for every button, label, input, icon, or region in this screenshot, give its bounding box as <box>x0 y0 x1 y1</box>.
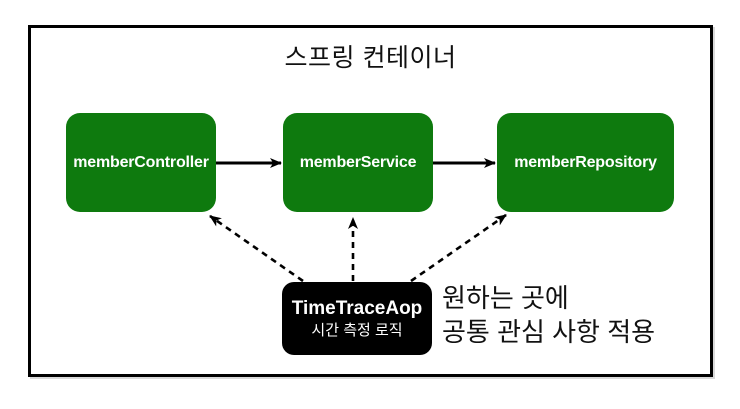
node-time-trace-aop: TimeTraceAop 시간 측정 로직 <box>282 282 432 355</box>
annotation-line1: 원하는 곳에 <box>442 283 569 313</box>
node-member-service-label: memberService <box>299 153 417 171</box>
node-member-service: memberService <box>283 113 433 212</box>
annotation-line2: 공통 관심 사항 적용 <box>442 317 656 347</box>
node-member-controller-label: memberController <box>73 153 209 171</box>
node-member-controller: memberController <box>66 113 216 212</box>
annotation-text: 원하는 곳에 공통 관심 사항 적용 <box>442 281 655 349</box>
spring-container-title: 스프링 컨테이너 <box>284 44 457 72</box>
node-member-repository-label: memberRepository <box>514 153 657 171</box>
node-member-repository: memberRepository <box>497 113 674 212</box>
time-trace-aop-subtitle: 시간 측정 로직 <box>311 321 403 339</box>
time-trace-aop-title: TimeTraceAop <box>291 297 423 319</box>
